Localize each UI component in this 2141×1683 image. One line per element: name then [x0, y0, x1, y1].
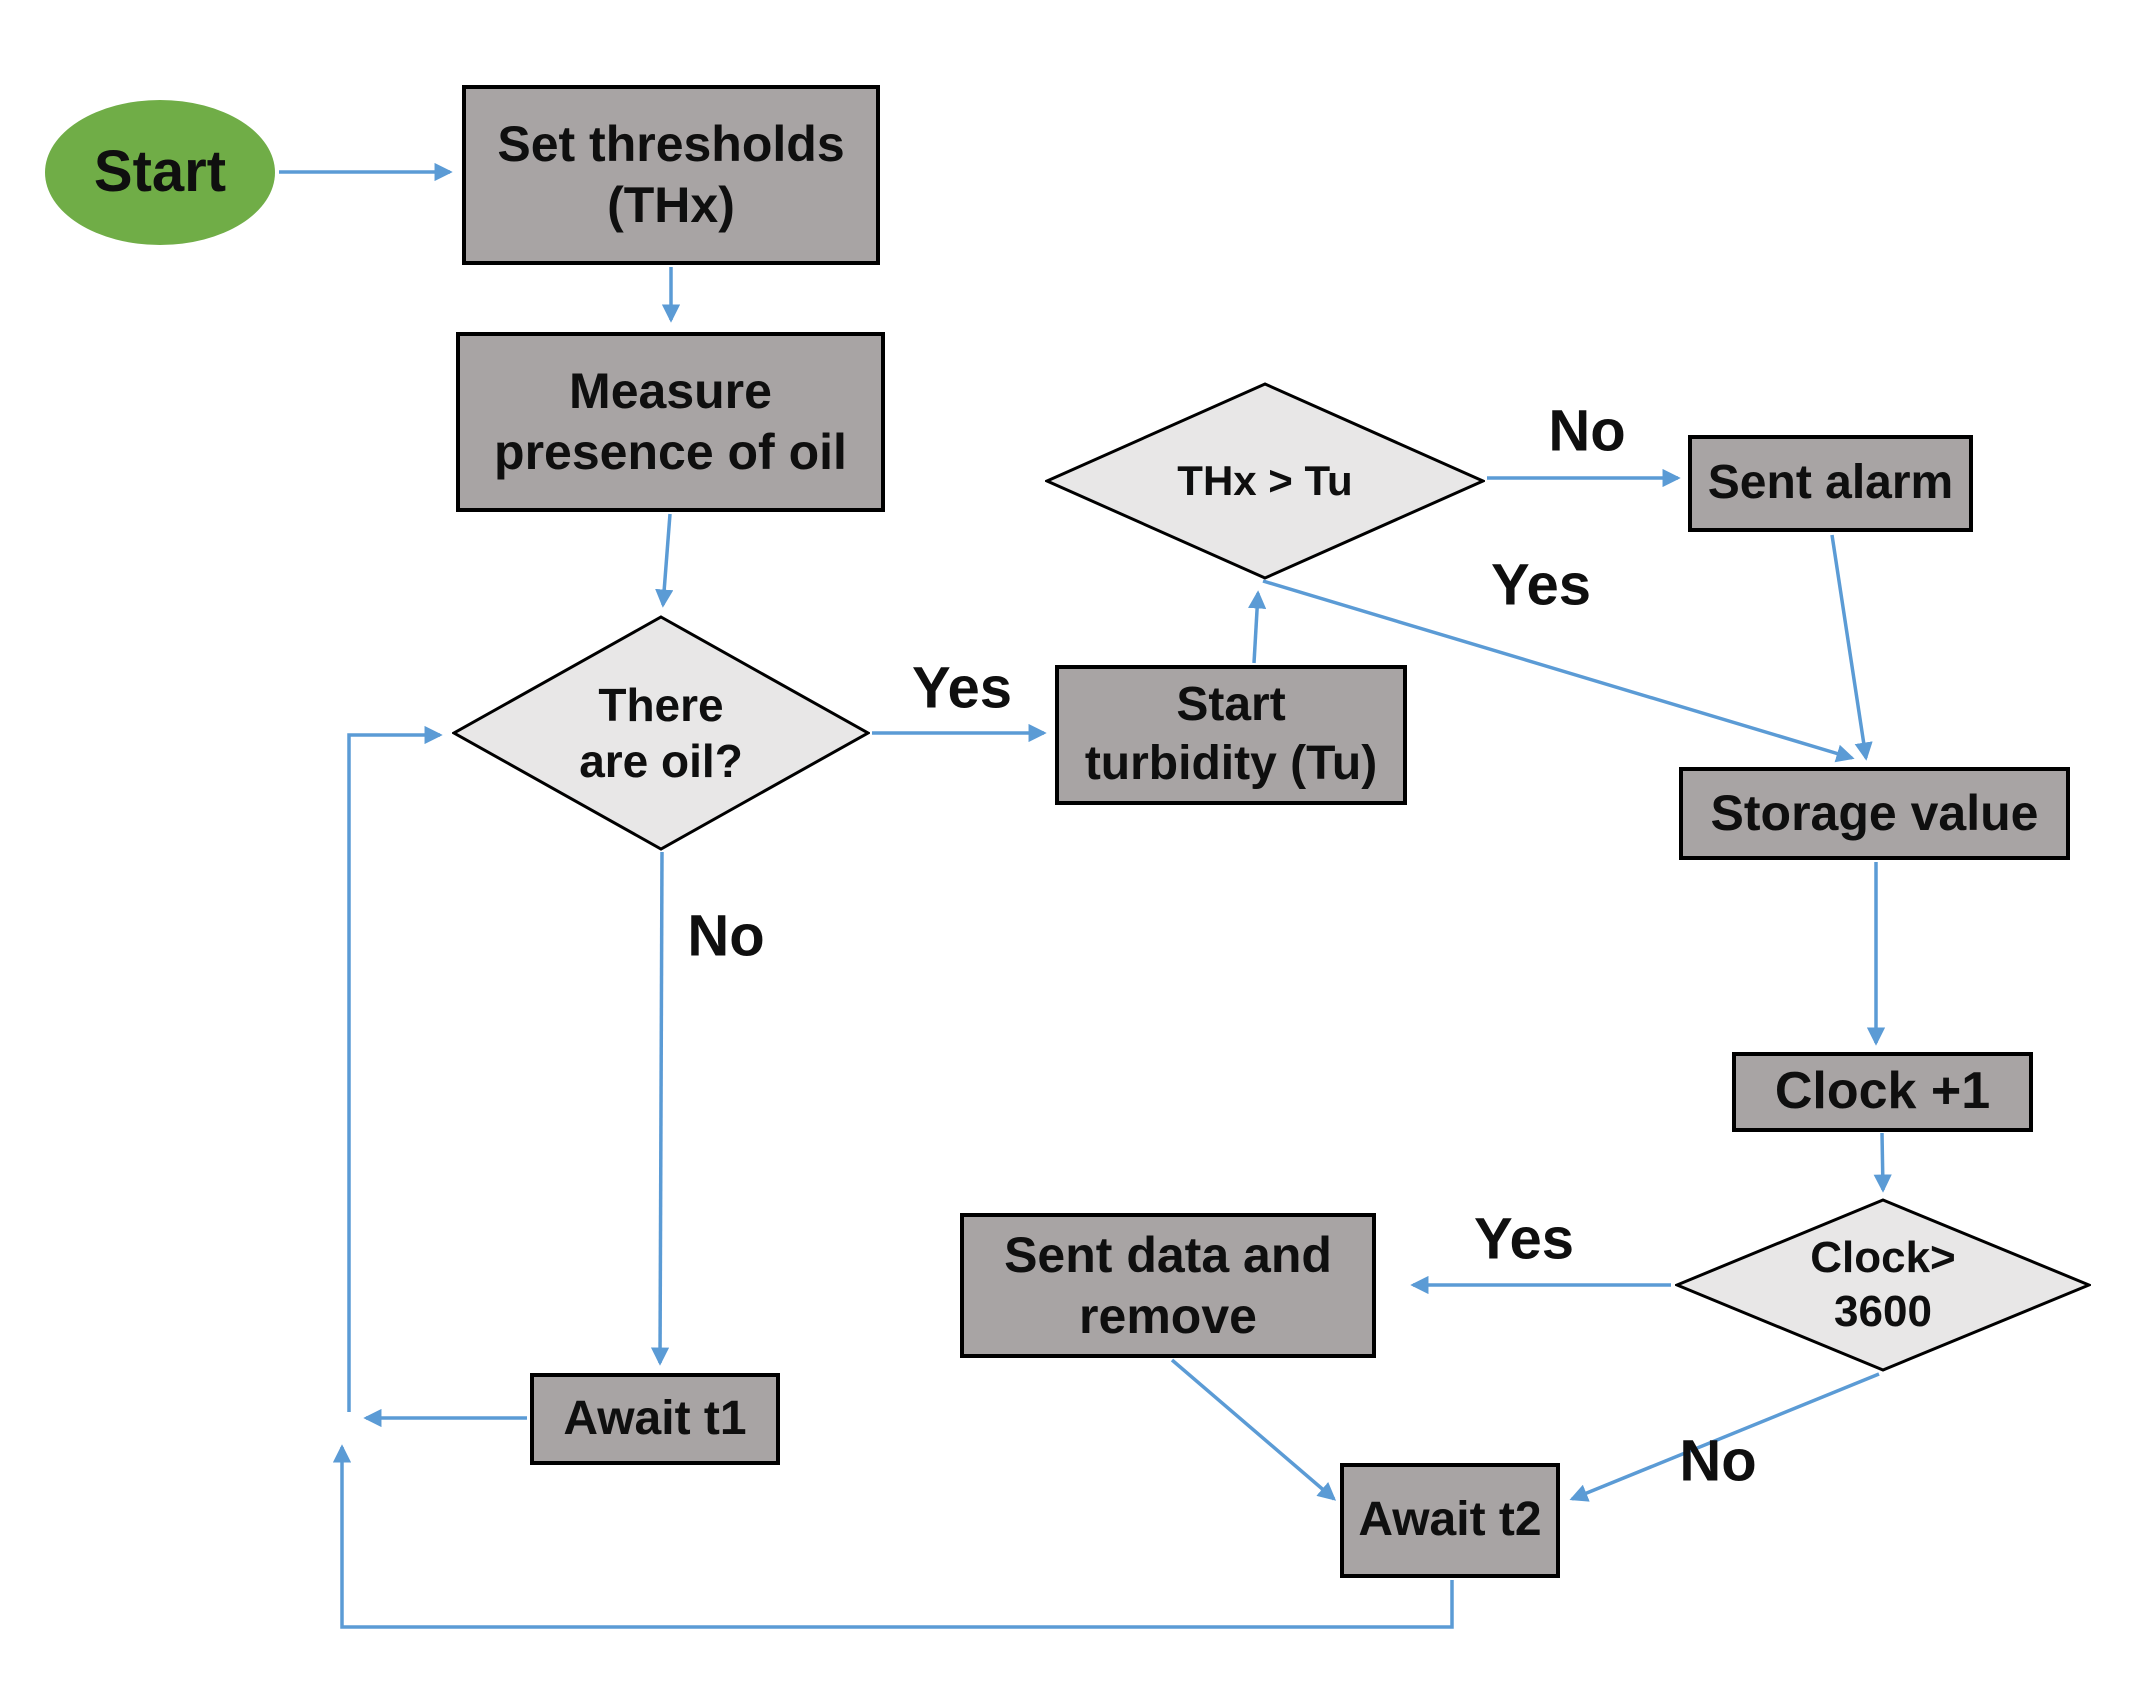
node-await-t1: Await t1	[530, 1373, 780, 1465]
node-await-t2-label: Await t2	[1358, 1493, 1542, 1547]
node-clock-decision-label: Clock> 3600	[1810, 1233, 1956, 1336]
node-start-turbidity: Start turbidity (Tu)	[1055, 665, 1407, 805]
node-await-t2: Await t2	[1340, 1463, 1560, 1578]
label-thx-yes: Yes	[1491, 552, 1591, 618]
label-clock-no: No	[1679, 1428, 1757, 1494]
node-clock-increment: Clock +1	[1732, 1052, 2033, 1132]
label-thx-no: No	[1548, 398, 1626, 464]
node-storage-value: Storage value	[1679, 767, 2070, 860]
node-thx-decision-label: THx > Tu	[1177, 457, 1353, 505]
edge-oil-no-to-await-t1	[650, 851, 670, 1366]
edge-sent-data-to-await-t2	[1170, 1358, 1337, 1501]
edge-clock-no-to-await-t2	[1569, 1372, 1880, 1502]
label-oil-yes: Yes	[912, 655, 1012, 721]
node-sent-data: Sent data and remove	[960, 1213, 1376, 1358]
node-sent-alarm: Sent alarm	[1688, 435, 1973, 532]
edge-thx-yes-to-storage-value	[1262, 579, 1855, 763]
node-sent-data-label: Sent data and remove	[1004, 1226, 1332, 1344]
oil-decision-shape	[452, 615, 870, 851]
node-start: Start	[45, 100, 275, 245]
node-sent-alarm-label: Sent alarm	[1707, 456, 1954, 510]
edge-await-t2-loop	[332, 1444, 1454, 1629]
edge-measure-to-oil-decision	[655, 513, 674, 608]
node-measure-oil-label: Measure presence of oil	[494, 363, 847, 480]
node-start-label: Start	[93, 139, 227, 205]
node-storage-value-label: Storage value	[1710, 785, 2039, 841]
node-await-t1-label: Await t1	[563, 1391, 747, 1445]
node-set-thresholds: Set thresholds (THx)	[462, 85, 880, 265]
node-thx-decision: THx > Tu	[1045, 382, 1485, 580]
node-start-turbidity-label: Start turbidity (Tu)	[1084, 678, 1378, 790]
edge-sent-alarm-to-storage-value	[1830, 534, 1873, 761]
node-clock-increment-label: Clock +1	[1774, 1062, 1991, 1121]
node-oil-decision-label: There are oil?	[579, 678, 743, 787]
label-oil-no: No	[687, 903, 765, 969]
edge-clock-to-clock-decision	[1873, 1132, 1892, 1193]
thx-decision-shape	[1045, 382, 1485, 580]
clock-decision-shape	[1675, 1198, 2091, 1372]
node-set-thresholds-label: Set thresholds (THx)	[497, 116, 845, 233]
edge-start-turbidity-to-thx-decision	[1248, 590, 1267, 664]
edge-loop-to-oil-decision	[347, 725, 443, 1412]
node-clock-decision: Clock> 3600	[1675, 1198, 2091, 1372]
node-oil-decision: There are oil?	[452, 615, 870, 851]
label-clock-yes: Yes	[1474, 1206, 1574, 1272]
node-measure-oil: Measure presence of oil	[456, 332, 885, 512]
